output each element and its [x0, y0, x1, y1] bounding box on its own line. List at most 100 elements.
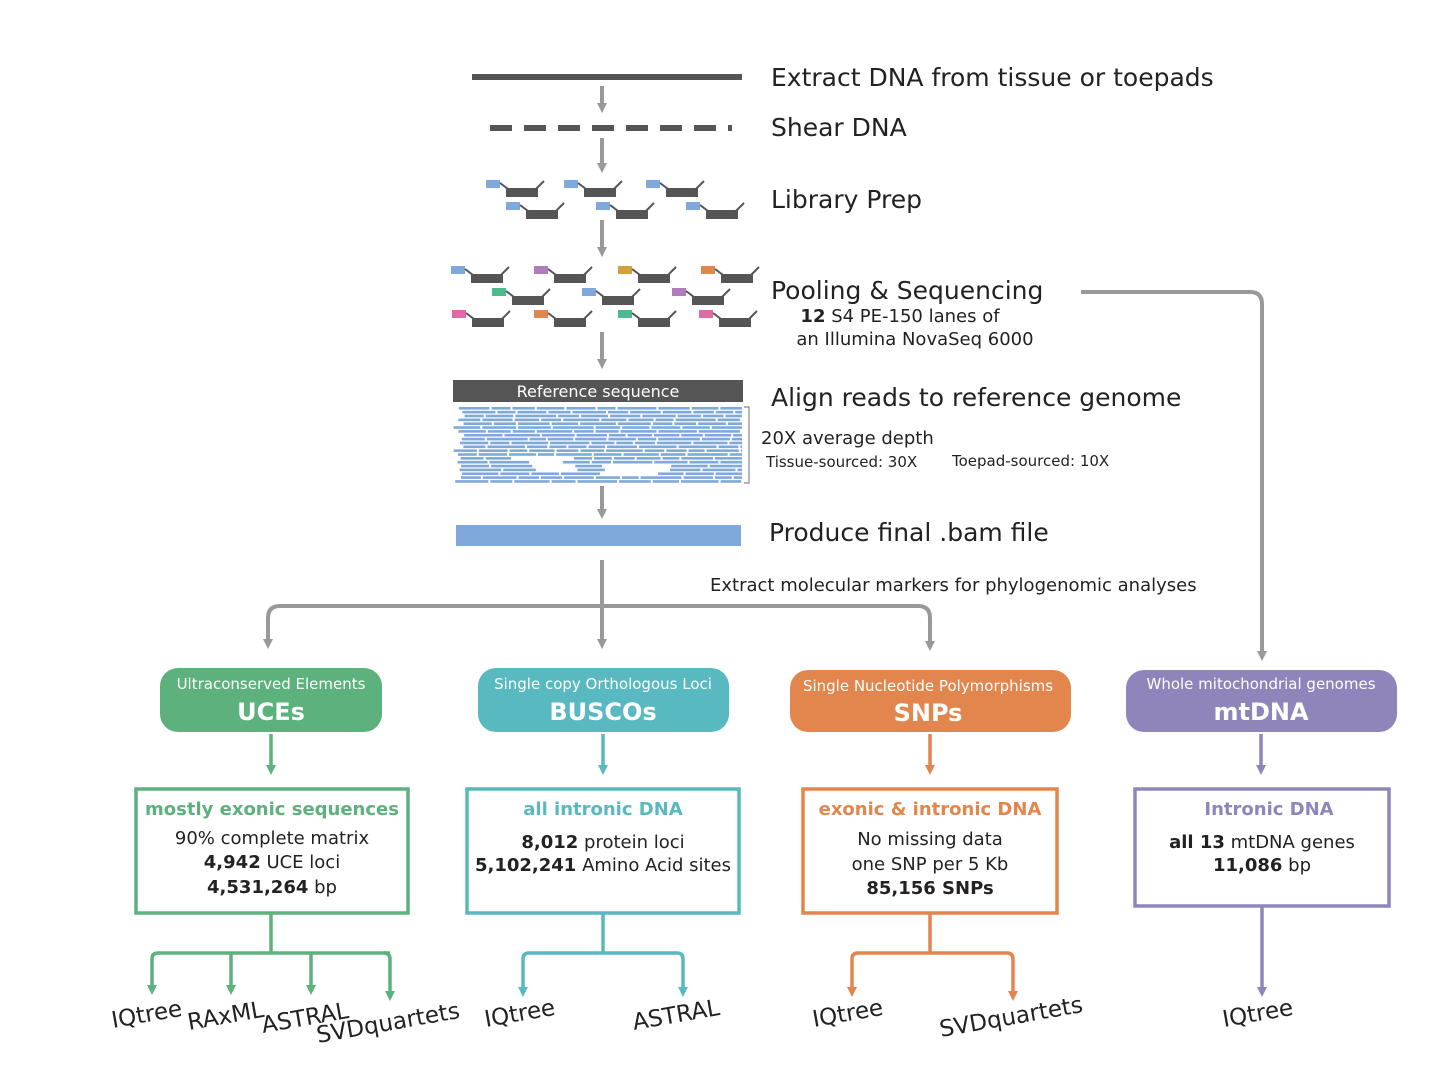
pooling-lane-count: 12 — [800, 306, 825, 327]
fragment-body — [602, 296, 634, 305]
read — [511, 441, 549, 445]
fragment-end — [631, 266, 677, 276]
uce-title: UCEs — [237, 698, 305, 726]
read — [720, 460, 742, 464]
fragment-end — [714, 266, 760, 276]
read — [459, 468, 502, 472]
read — [566, 407, 596, 410]
read — [639, 445, 677, 449]
read — [718, 445, 739, 449]
read — [580, 449, 605, 452]
read — [658, 437, 700, 441]
read — [550, 441, 590, 445]
snp-pill — [790, 670, 1071, 732]
read — [593, 453, 622, 456]
uce-line-1: 90% complete matrix — [175, 828, 370, 849]
fragment-body — [616, 210, 648, 219]
read — [702, 468, 736, 472]
read — [634, 441, 655, 445]
fragment-body — [554, 318, 586, 327]
read — [512, 407, 535, 410]
reference-sequence-bar — [453, 380, 743, 402]
read — [572, 410, 607, 414]
mtdna-route-arrow — [1081, 290, 1267, 661]
dna-fragment — [506, 202, 565, 219]
fragment-body — [512, 296, 544, 305]
adapter — [686, 202, 700, 210]
busco-line-2: 5,102,241 Amino Acid sites — [475, 855, 731, 876]
dna-fragment — [492, 288, 551, 305]
read — [609, 414, 641, 418]
read — [457, 460, 488, 464]
read — [577, 468, 605, 472]
depth-toepad: Toepad-sourced: 10X — [951, 452, 1109, 470]
read — [531, 472, 559, 476]
read — [733, 433, 742, 437]
read — [517, 422, 550, 425]
read — [461, 464, 490, 468]
fragment-body — [526, 210, 558, 219]
fragment-body — [721, 274, 753, 283]
read — [556, 449, 579, 452]
busco-tool-arrows — [518, 913, 688, 997]
read — [704, 433, 732, 437]
busco-title: BUSCOs — [549, 698, 656, 726]
read — [597, 407, 616, 410]
read — [601, 418, 627, 422]
fragment-body — [471, 274, 503, 283]
adapter — [451, 266, 465, 274]
read — [720, 407, 742, 410]
read — [729, 441, 742, 445]
read — [652, 422, 673, 425]
read — [463, 422, 492, 425]
fragment-end — [505, 288, 551, 298]
read — [453, 426, 481, 429]
dna-fragment — [672, 288, 731, 305]
fragment-body — [719, 318, 751, 327]
snp-title: SNPs — [894, 699, 963, 727]
read — [636, 457, 661, 460]
uce-tool-arrows — [147, 913, 395, 1001]
fragment-body — [506, 188, 538, 197]
read — [464, 414, 484, 418]
uce-info-box — [134, 787, 410, 915]
bam-file-bar — [456, 525, 741, 546]
read — [478, 449, 508, 452]
read — [637, 437, 657, 441]
mtdna-tool-iqtree: IQtree — [1221, 995, 1296, 1033]
read — [608, 433, 626, 437]
read — [709, 464, 742, 468]
dna-fragment — [646, 180, 705, 197]
busco-pill — [478, 668, 729, 732]
read — [573, 457, 593, 460]
read — [619, 480, 651, 483]
fragment-end — [547, 310, 593, 320]
read — [551, 422, 579, 425]
read — [458, 430, 486, 433]
read — [671, 464, 708, 468]
read — [540, 476, 563, 479]
read — [688, 449, 705, 452]
fragment-body — [638, 274, 670, 283]
read — [617, 407, 657, 410]
read — [489, 460, 530, 464]
read — [628, 418, 654, 422]
read — [687, 453, 728, 456]
read — [627, 433, 653, 437]
adapter — [534, 266, 548, 274]
read — [514, 480, 550, 483]
read — [591, 460, 611, 464]
read — [500, 472, 530, 476]
fragment-end — [699, 202, 745, 212]
read — [630, 410, 661, 414]
read — [660, 453, 686, 456]
read — [503, 468, 536, 472]
pooling-detail-line2: an Illumina NovaSeq 6000 — [796, 329, 1033, 350]
dna-fragment — [618, 310, 677, 327]
read — [487, 445, 526, 449]
read — [670, 468, 701, 472]
read — [737, 468, 742, 472]
adapter — [701, 266, 715, 274]
read — [622, 476, 639, 479]
pooling-detail-line1: 12 S4 PE-150 lanes of — [800, 306, 1000, 327]
